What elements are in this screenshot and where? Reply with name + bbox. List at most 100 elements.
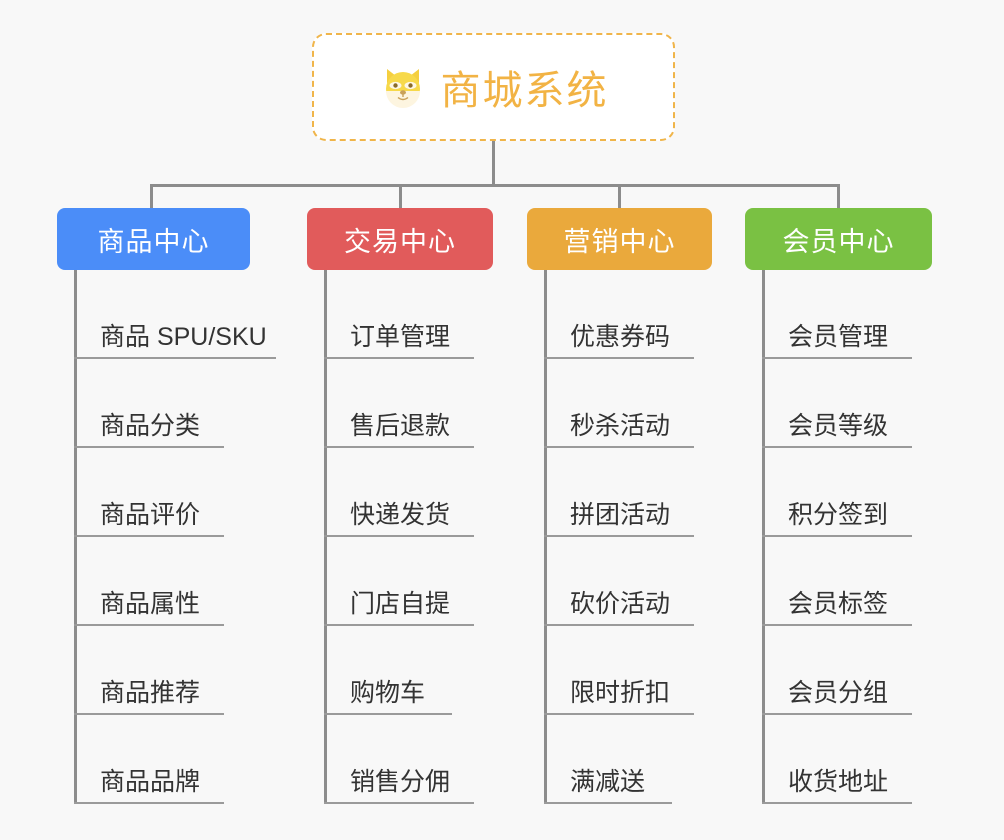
leaf-underline (74, 802, 224, 804)
category-box-marketing-center[interactable]: 营销中心 (527, 208, 712, 270)
leaf-label: 购物车 (350, 678, 426, 707)
leaf-underline (324, 446, 474, 448)
leaf-label: 商品属性 (100, 589, 201, 618)
leaf-label: 会员等级 (788, 411, 889, 440)
leaf-underline (762, 624, 912, 626)
leaf-label: 会员管理 (788, 322, 889, 351)
leaf-label: 秒杀活动 (570, 411, 671, 440)
leaf-underline (762, 535, 912, 537)
category-label: 会员中心 (782, 226, 895, 257)
leaf-item[interactable]: 商品评价 (57, 448, 250, 537)
leaf-item[interactable]: 秒杀活动 (527, 359, 712, 448)
leaf-underline (324, 535, 474, 537)
leaf-underline (74, 446, 224, 448)
category-box-member-center[interactable]: 会员中心 (745, 208, 932, 270)
leaf-label: 限时折扣 (570, 678, 671, 707)
category-label: 交易中心 (344, 226, 456, 257)
leaf-label: 优惠券码 (570, 322, 671, 351)
leaf-item[interactable]: 收货地址 (745, 715, 932, 804)
root-node[interactable]: 商城系统 (312, 33, 675, 141)
leaf-underline (324, 713, 452, 715)
leaf-item[interactable]: 购物车 (307, 626, 493, 715)
shiba-dog-face-icon (379, 63, 427, 111)
leaf-underline (544, 446, 694, 448)
leaf-list-trade-center: 订单管理售后退款快递发货门店自提购物车销售分佣 (307, 270, 493, 804)
leaf-label: 售后退款 (350, 411, 451, 440)
leaf-underline (324, 802, 474, 804)
leaf-underline (544, 624, 694, 626)
column-trade-center: 交易中心订单管理售后退款快递发货门店自提购物车销售分佣 (307, 208, 493, 804)
leaf-item[interactable]: 会员标签 (745, 537, 932, 626)
leaf-label: 会员标签 (788, 589, 889, 618)
leaf-label: 砍价活动 (570, 589, 671, 618)
leaf-label: 商品品牌 (100, 767, 201, 796)
leaf-item[interactable]: 限时折扣 (527, 626, 712, 715)
column-member-center: 会员中心会员管理会员等级积分签到会员标签会员分组收货地址 (745, 208, 932, 804)
leaf-label: 门店自提 (350, 589, 451, 618)
leaf-label: 商品分类 (100, 411, 201, 440)
leaf-underline (762, 357, 912, 359)
leaf-item[interactable]: 会员管理 (745, 270, 932, 359)
leaf-item[interactable]: 商品品牌 (57, 715, 250, 804)
leaf-item[interactable]: 满减送 (527, 715, 712, 804)
leaf-item[interactable]: 会员等级 (745, 359, 932, 448)
leaf-underline (324, 357, 474, 359)
leaf-list-product-center: 商品 SPU/SKU 商品分类商品评价商品属性商品推荐商品品牌 (57, 270, 276, 804)
connector-drop-4 (837, 184, 840, 208)
leaf-underline (762, 446, 912, 448)
leaf-item[interactable]: 积分签到 (745, 448, 932, 537)
leaf-item[interactable]: 销售分佣 (307, 715, 493, 804)
connector-horizontal-bus (150, 184, 840, 187)
leaf-label: 会员分组 (788, 678, 889, 707)
leaf-label: 订单管理 (350, 322, 451, 351)
leaf-label: 收货地址 (788, 767, 889, 796)
leaf-item[interactable]: 商品 SPU/SKU (57, 270, 276, 359)
leaf-underline (762, 713, 912, 715)
leaf-item[interactable]: 售后退款 (307, 359, 493, 448)
leaf-item[interactable]: 商品属性 (57, 537, 250, 626)
column-marketing-center: 营销中心优惠券码秒杀活动拼团活动砍价活动限时折扣满减送 (527, 208, 712, 804)
leaf-label: 销售分佣 (350, 767, 451, 796)
leaf-item[interactable]: 商品推荐 (57, 626, 250, 715)
leaf-underline (544, 713, 694, 715)
leaf-item[interactable]: 优惠券码 (527, 270, 712, 359)
leaf-underline (74, 357, 276, 359)
leaf-label: 商品评价 (100, 500, 201, 529)
leaf-label: 商品推荐 (100, 678, 201, 707)
category-box-product-center[interactable]: 商品中心 (57, 208, 250, 270)
leaf-list-marketing-center: 优惠券码秒杀活动拼团活动砍价活动限时折扣满减送 (527, 270, 712, 804)
leaf-label: 满减送 (570, 767, 646, 796)
leaf-spine (544, 270, 547, 804)
leaf-spine (324, 270, 327, 804)
leaf-label: 拼团活动 (570, 500, 671, 529)
leaf-item[interactable]: 快递发货 (307, 448, 493, 537)
category-box-trade-center[interactable]: 交易中心 (307, 208, 493, 270)
leaf-underline (544, 535, 694, 537)
column-product-center: 商品中心商品 SPU/SKU 商品分类商品评价商品属性商品推荐商品品牌 (57, 208, 276, 804)
leaf-underline (74, 535, 224, 537)
leaf-item[interactable]: 订单管理 (307, 270, 493, 359)
leaf-label: 快递发货 (350, 500, 451, 529)
leaf-item[interactable]: 商品分类 (57, 359, 250, 448)
connector-drop-2 (399, 184, 402, 208)
leaf-label: 商品 SPU/SKU (100, 322, 267, 351)
leaf-label: 积分签到 (788, 500, 889, 529)
leaf-list-member-center: 会员管理会员等级积分签到会员标签会员分组收货地址 (745, 270, 932, 804)
category-label: 营销中心 (563, 226, 676, 257)
leaf-spine (74, 270, 77, 804)
leaf-underline (74, 713, 224, 715)
leaf-item[interactable]: 门店自提 (307, 537, 493, 626)
leaf-underline (544, 357, 694, 359)
root-title: 商城系统 (440, 69, 609, 113)
leaf-underline (762, 802, 912, 804)
leaf-underline (544, 802, 672, 804)
leaf-item[interactable]: 砍价活动 (527, 537, 712, 626)
leaf-item[interactable]: 拼团活动 (527, 448, 712, 537)
leaf-underline (74, 624, 224, 626)
leaf-item[interactable]: 会员分组 (745, 626, 932, 715)
connector-drop-3 (618, 184, 621, 208)
leaf-spine (762, 270, 765, 804)
leaf-underline (324, 624, 474, 626)
connector-root-stem (492, 141, 495, 186)
